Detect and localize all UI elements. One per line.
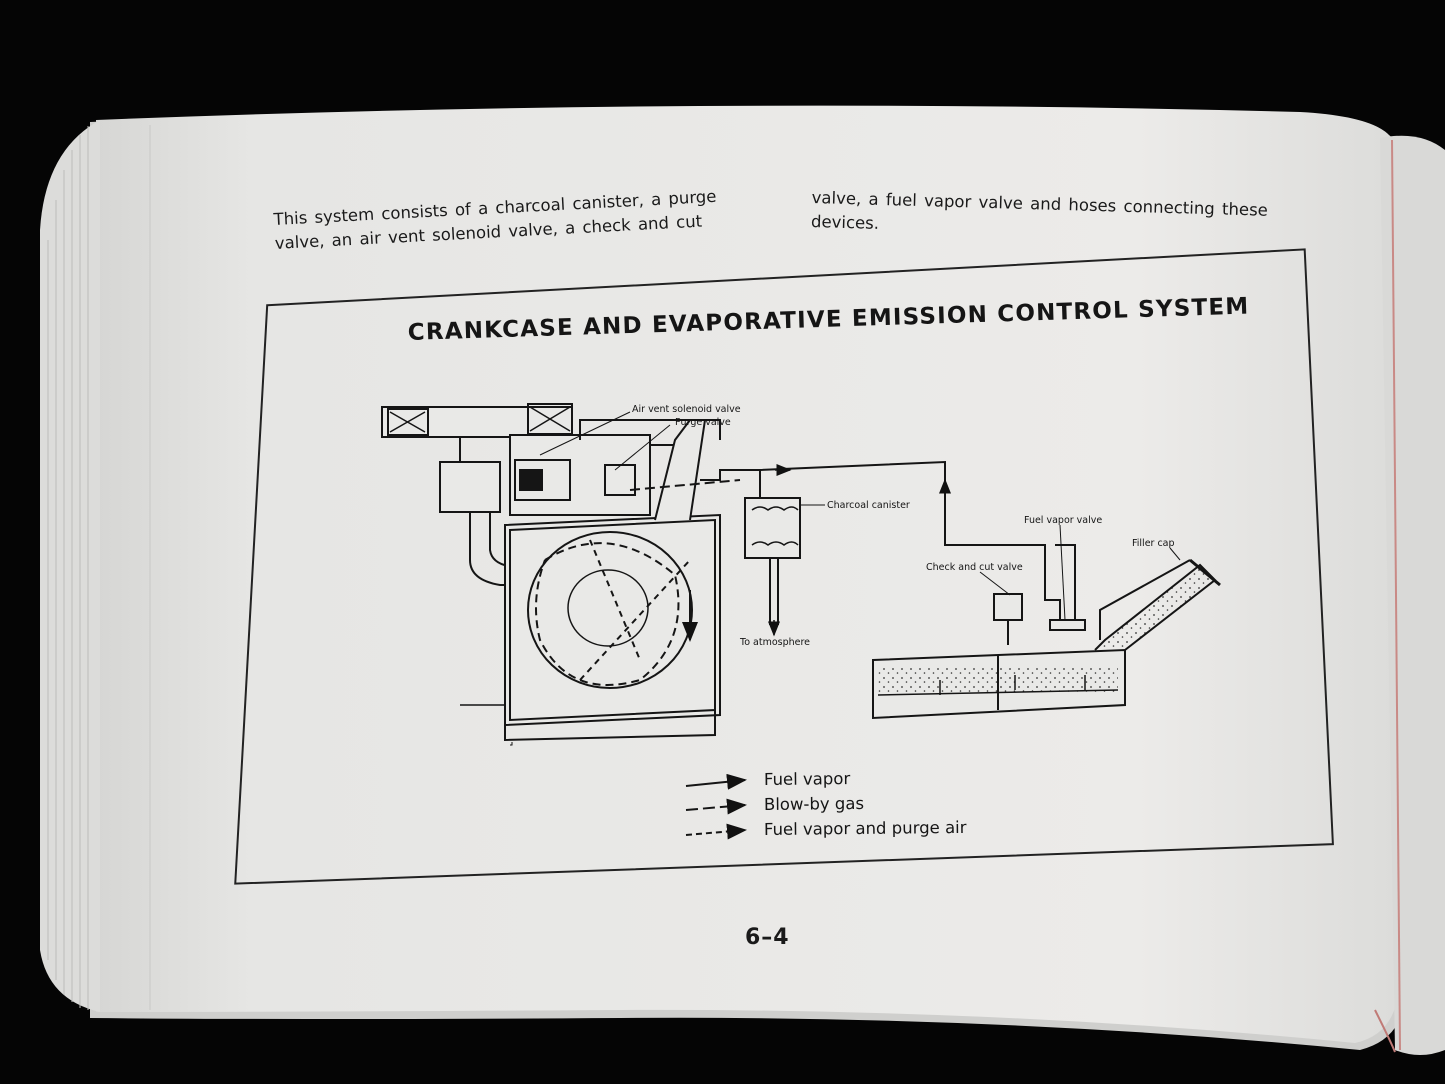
- label-purge-valve: Purge valve: [675, 417, 731, 428]
- legend-label-fuel-vapor: Fuel vapor: [764, 769, 851, 789]
- legend-label-blow-by-gas: Blow-by gas: [764, 794, 864, 814]
- label-air-vent-solenoid-valve: Air vent solenoid valve: [632, 404, 741, 415]
- fuel-tank: [873, 650, 1125, 718]
- label-filler-cap: Filler cap: [1132, 538, 1175, 549]
- label-fuel-vapor-valve: Fuel vapor valve: [1024, 515, 1102, 526]
- label-check-and-cut-valve: Check and cut valve: [926, 562, 1023, 573]
- legend-label-fuel-vapor-and-purge-air: Fuel vapor and purge air: [764, 818, 967, 839]
- label-to-atmosphere: To atmosphere: [739, 637, 810, 648]
- label-charcoal-canister: Charcoal canister: [827, 500, 910, 511]
- page-number: 6–4: [745, 925, 790, 950]
- booklet-pages: [40, 106, 1445, 1055]
